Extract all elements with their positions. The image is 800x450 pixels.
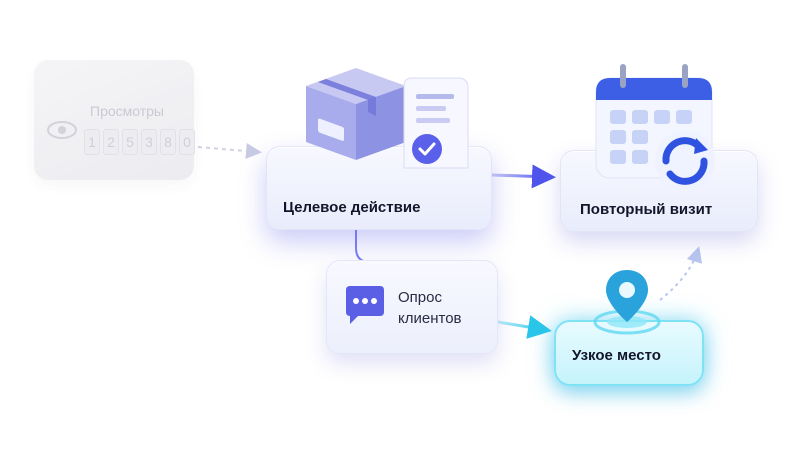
counter-digit: 3 (141, 129, 157, 155)
survey-label: Опрос клиентов (398, 287, 462, 329)
refresh-icon (655, 131, 715, 191)
counter-digit: 0 (179, 129, 195, 155)
location-pin-icon (593, 270, 661, 335)
survey-label-line1: Опрос (398, 289, 442, 306)
check-icon (412, 134, 442, 164)
bottleneck-label: Узкое место (572, 347, 661, 364)
bottleneck-platform (554, 320, 704, 386)
counter-digit: 2 (103, 129, 119, 155)
counter-digit: 5 (122, 129, 138, 155)
box-icon (306, 68, 406, 160)
views-title: Просмотры (90, 103, 164, 119)
survey-label-line2: клиентов (398, 310, 462, 327)
views-card (34, 60, 194, 180)
arrow-survey-to-bottleneck (497, 315, 552, 339)
repeat-visit-label: Повторный визит (580, 201, 713, 218)
target-action-label: Целевое действие (283, 199, 421, 216)
target-action-platform (266, 146, 492, 230)
arrow-bottleneck-to-repeat (659, 246, 703, 301)
views-counter: 1 2 5 3 8 0 (84, 129, 195, 155)
arrow-target-to-repeat (491, 164, 556, 189)
chat-icon (346, 286, 384, 324)
eye-icon (47, 121, 77, 139)
arrow-views-to-target (197, 143, 262, 159)
counter-digit: 8 (160, 129, 176, 155)
counter-digit: 1 (84, 129, 100, 155)
line-target-to-survey (355, 228, 383, 263)
